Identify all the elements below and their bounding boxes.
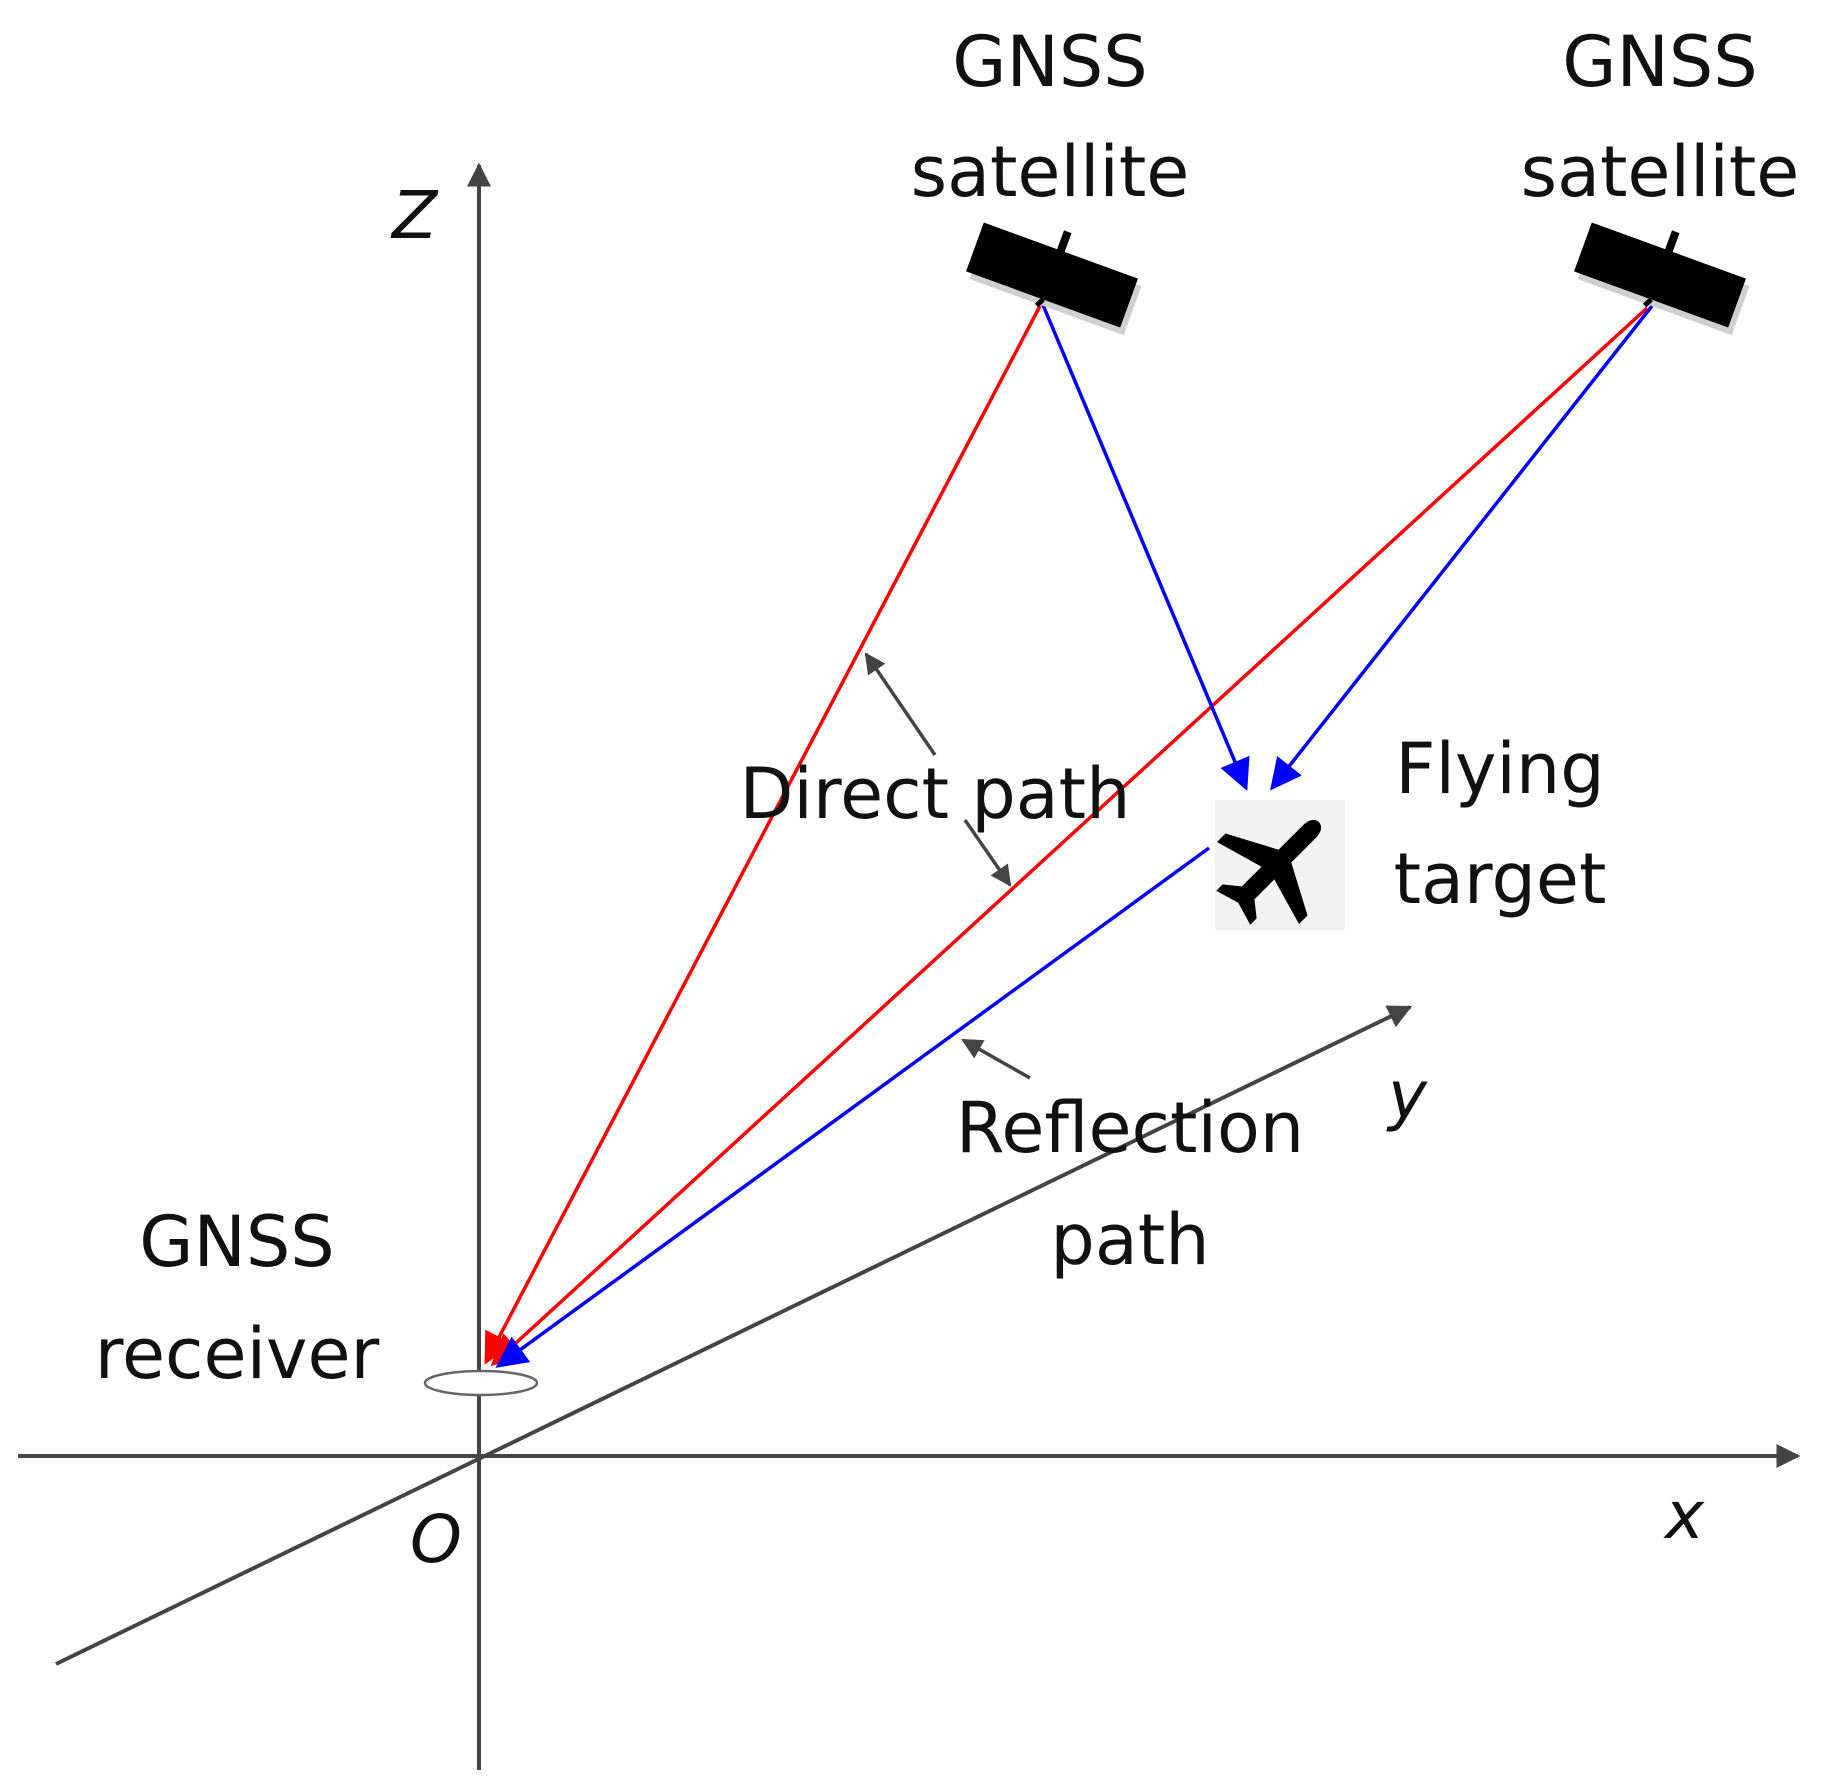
receiver-antenna-icon bbox=[423, 1369, 539, 1397]
satellite-icon bbox=[966, 222, 1142, 336]
reflection-path-label-line1: Reflection bbox=[956, 1087, 1304, 1169]
flying-target-label-line2: target bbox=[1394, 838, 1607, 920]
origin-label: O bbox=[410, 1501, 462, 1578]
reflection-path-pointer bbox=[961, 1038, 1031, 1080]
direct-path-satellite-2 bbox=[490, 306, 1649, 1367]
satellite-1-to-target bbox=[1041, 304, 1250, 791]
target-to-receiver bbox=[495, 846, 1211, 1368]
direct-path-pointer-upper bbox=[864, 652, 937, 756]
z-axis-label: Z bbox=[390, 177, 439, 254]
reflection-path-label-line2: path bbox=[1050, 1199, 1209, 1281]
coordinate-axes bbox=[18, 162, 1801, 1770]
reflection-paths bbox=[495, 304, 1654, 1368]
y-axis-label: y bbox=[1386, 1057, 1428, 1134]
satellite-2-to-target bbox=[1270, 304, 1654, 791]
receiver-label-line1: GNSS bbox=[139, 1201, 334, 1283]
receiver-label-line2: receiver bbox=[95, 1313, 380, 1395]
satellite-2-label-line1: GNSS bbox=[1562, 21, 1757, 103]
y-axis bbox=[55, 1005, 1413, 1666]
direct-paths bbox=[484, 305, 1649, 1367]
satellite-icon bbox=[1574, 222, 1750, 336]
airplane-icon bbox=[1215, 800, 1345, 930]
x-axis-label: x bbox=[1663, 1477, 1705, 1554]
reflection-path-label: Reflection path bbox=[956, 1087, 1304, 1281]
satellite-2-label-line2: satellite bbox=[1521, 131, 1800, 213]
flying-target-label: Flying target bbox=[1394, 728, 1607, 920]
direct-path-satellite-1 bbox=[484, 305, 1042, 1365]
label-pointers bbox=[864, 652, 1031, 1080]
direct-path-pointer-lower bbox=[963, 819, 1012, 887]
satellite-1-label-line2: satellite bbox=[911, 131, 1190, 213]
satellite-2-label: GNSS satellite bbox=[1521, 21, 1800, 213]
satellite-1-label-line1: GNSS bbox=[952, 21, 1147, 103]
flying-target-label-line1: Flying bbox=[1395, 728, 1604, 810]
direct-path-label: Direct path bbox=[740, 753, 1131, 835]
receiver-label: GNSS receiver bbox=[95, 1201, 380, 1395]
satellite-1-label: GNSS satellite bbox=[911, 21, 1190, 213]
